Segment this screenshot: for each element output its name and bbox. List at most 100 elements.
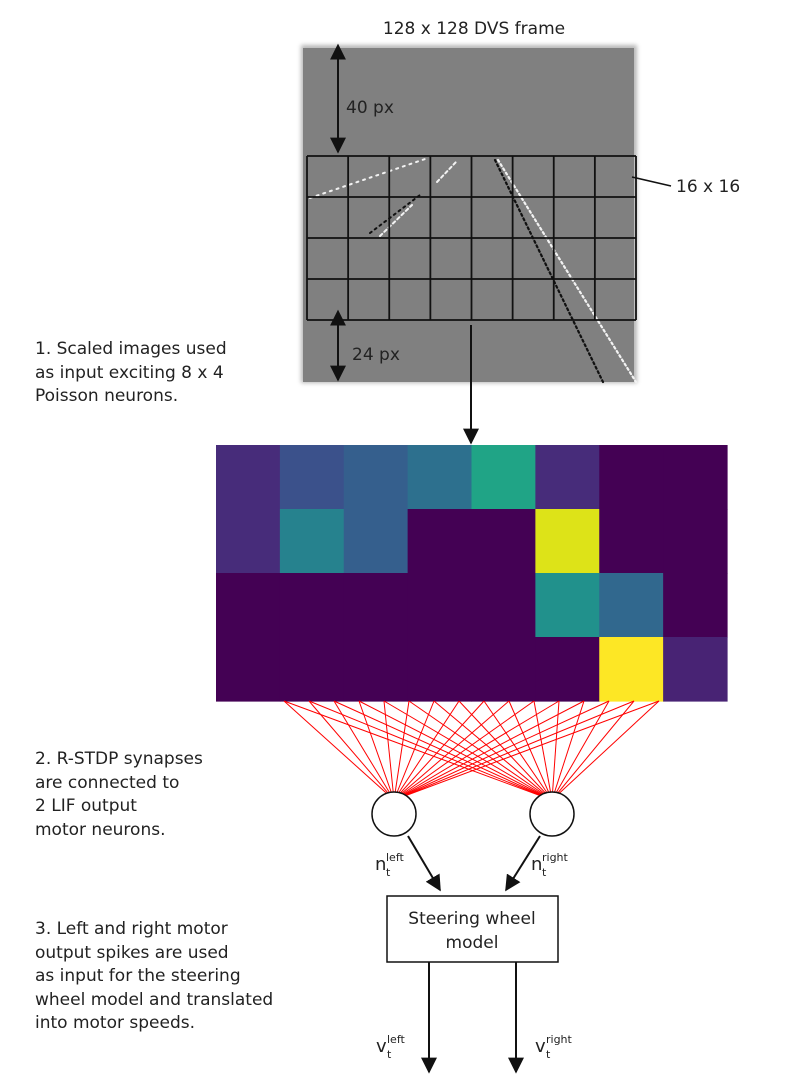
synapse-line bbox=[383, 700, 395, 801]
heatmap-cell bbox=[216, 637, 281, 702]
heatmap-cell bbox=[599, 445, 664, 510]
heatmap-cell bbox=[535, 573, 600, 638]
step3-note: 3. Left and right motor output spikes ar… bbox=[35, 918, 273, 1036]
synapse-line bbox=[533, 700, 553, 801]
heatmap-cell bbox=[663, 445, 728, 510]
steering-model-line2: model bbox=[446, 933, 499, 953]
left-neuron-label: n bbox=[375, 854, 386, 875]
heatmap-cell bbox=[343, 637, 409, 702]
synapse-line bbox=[393, 700, 610, 801]
heatmap-cell bbox=[343, 573, 409, 638]
right-speed-label-sub: t bbox=[546, 1048, 551, 1061]
heatmap-cell bbox=[599, 573, 664, 638]
heatmap-cell bbox=[407, 637, 473, 702]
step2-line: motor neurons. bbox=[35, 819, 166, 840]
grid-size-label: 16 x 16 bbox=[676, 177, 740, 197]
frame-title: 128 x 128 DVS frame bbox=[383, 19, 565, 39]
synapse-line bbox=[283, 700, 395, 801]
heatmap-cell bbox=[407, 509, 473, 574]
right-speed-label-sup: right bbox=[546, 1033, 573, 1046]
step1-line: 1. Scaled images used bbox=[35, 339, 227, 359]
heatmap-cell bbox=[599, 637, 664, 702]
heatmap-cell bbox=[663, 509, 728, 574]
synapse-line bbox=[358, 700, 553, 801]
heatmap-cell bbox=[535, 509, 600, 574]
heatmap-cell bbox=[279, 445, 345, 510]
heatmap-cell bbox=[599, 509, 664, 574]
synapse-line bbox=[308, 700, 395, 801]
heatmap-cell bbox=[407, 445, 473, 510]
heatmap-cell bbox=[343, 445, 409, 510]
synapse-line bbox=[508, 700, 553, 801]
top-offset-label: 40 px bbox=[346, 98, 394, 118]
synapse-line bbox=[551, 700, 660, 801]
synapse-line bbox=[393, 700, 410, 801]
step3-line: 3. Left and right motor bbox=[35, 919, 228, 939]
synapse-line bbox=[433, 700, 553, 801]
step2-note: 2. R-STDP synapses are connected to 2 LI… bbox=[35, 748, 203, 842]
grid-callout-line bbox=[631, 176, 672, 187]
synapse-line bbox=[393, 700, 485, 801]
heatmap-cell bbox=[407, 573, 473, 638]
synapse-line bbox=[551, 700, 610, 801]
heatmap-cell bbox=[216, 445, 281, 510]
synapse-line bbox=[358, 700, 395, 801]
heatmap-cell bbox=[279, 637, 345, 702]
left-neuron-arrow bbox=[407, 835, 441, 892]
synapse-line bbox=[333, 700, 395, 801]
step2-line: 2. R-STDP synapses bbox=[35, 749, 203, 769]
step2-line: 2 LIF output bbox=[35, 796, 137, 816]
synapse-line bbox=[393, 700, 510, 801]
synapse-line bbox=[551, 700, 560, 801]
heatmap-cell bbox=[535, 637, 600, 702]
synapse-line bbox=[393, 700, 635, 801]
synapse-line bbox=[393, 700, 460, 801]
rstdp-synapses bbox=[283, 700, 660, 801]
synapse-line bbox=[551, 700, 635, 801]
step3-line: wheel model and translated bbox=[35, 989, 274, 1010]
synapse-line bbox=[333, 700, 553, 801]
heatmap-cell bbox=[663, 573, 728, 638]
heatmap-cell bbox=[471, 573, 536, 638]
step3-line: as input for the steering bbox=[35, 966, 241, 986]
steering-model-line1: Steering wheel bbox=[408, 909, 535, 929]
heatmap-cell bbox=[343, 509, 409, 574]
frame-grid bbox=[306, 155, 637, 321]
right-neuron-label: n bbox=[531, 854, 542, 875]
right-neuron-label-sup: right bbox=[542, 851, 569, 864]
step1-line: Poisson neurons. bbox=[35, 386, 179, 406]
synapse-line bbox=[393, 700, 585, 801]
left-neuron-label-sub: t bbox=[386, 866, 391, 879]
heatmap-cell bbox=[535, 445, 600, 510]
synapse-line bbox=[308, 700, 553, 801]
left-motor-neuron bbox=[371, 791, 417, 837]
synapse-line bbox=[483, 700, 553, 801]
steering-wheel-model-box bbox=[386, 895, 559, 963]
bottom-offset-label: 24 px bbox=[352, 345, 400, 365]
dvs-frame bbox=[303, 48, 634, 382]
poisson-neuron-heatmap bbox=[216, 445, 728, 702]
synapse-line bbox=[393, 700, 660, 801]
step1-line: as input exciting 8 x 4 bbox=[35, 362, 224, 383]
right-speed-label: v bbox=[535, 1036, 546, 1057]
synapse-line bbox=[393, 700, 435, 801]
heatmap-cell bbox=[216, 509, 281, 574]
heatmap-cell bbox=[279, 509, 345, 574]
heatmap-cell bbox=[663, 637, 728, 702]
right-motor-neuron bbox=[529, 791, 575, 837]
heatmap-cell bbox=[279, 573, 345, 638]
synapse-line bbox=[458, 700, 553, 801]
step2-line: are connected to bbox=[35, 772, 180, 793]
synapse-line bbox=[408, 700, 553, 801]
heatmap-cell bbox=[471, 637, 536, 702]
step3-line: into motor speeds. bbox=[35, 1013, 196, 1033]
heatmap-cell bbox=[471, 509, 536, 574]
synapse-line bbox=[393, 700, 560, 801]
right-neuron-arrow bbox=[505, 835, 541, 892]
synapse-line bbox=[393, 700, 535, 801]
heatmap-cell bbox=[216, 573, 281, 638]
right-neuron-label-sub: t bbox=[542, 866, 547, 879]
synapse-line bbox=[383, 700, 553, 801]
left-speed-label-sup: left bbox=[387, 1033, 406, 1046]
